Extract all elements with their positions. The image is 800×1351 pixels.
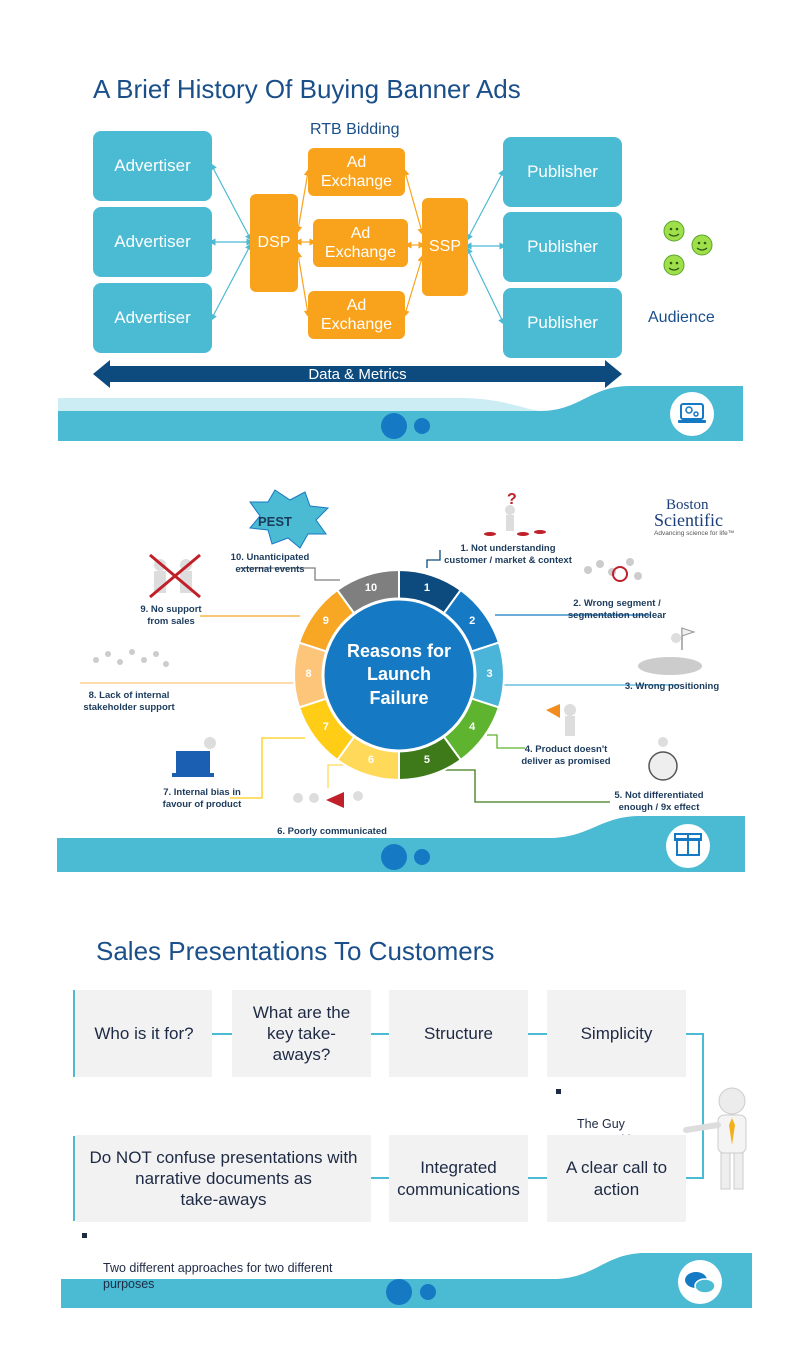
step-simplicity: Simplicity <box>547 990 686 1077</box>
publisher-box-3: Publisher <box>503 288 622 358</box>
data-metrics-label: Data & Metrics <box>308 366 407 383</box>
wheel-center-label: Reasons for Launch Failure <box>346 641 452 708</box>
reason-7: 7. Internal bias in favour of product <box>162 787 242 810</box>
audience-label: Audience <box>648 309 715 326</box>
megaphone-group-icon <box>293 791 363 808</box>
step-who-is-it-for: Who is it for? <box>76 990 212 1077</box>
laptop-gear-icon <box>678 403 706 423</box>
wheel-segment-number-1: 1 <box>423 581 431 594</box>
reason-9: 9. No support from sales <box>140 604 202 627</box>
megaphone-figure-icon <box>546 704 576 736</box>
slide1-title: A Brief History Of Buying Banner Ads <box>93 74 521 104</box>
wheel-segment-number-3: 3 <box>486 668 493 680</box>
wheel-segment-number-5: 5 <box>423 754 431 767</box>
stakeholder-crowd-icon <box>93 649 169 667</box>
step-key-takeaways: What are the key take- aways? <box>232 990 371 1077</box>
ad-exchange-box-1: Ad Exchange <box>308 148 405 196</box>
step-call-to-action: A clear call to action <box>547 1135 686 1222</box>
logo-line-1: Boston <box>666 497 709 513</box>
no-support-figures-icon <box>149 553 201 599</box>
bullet-marker <box>82 1233 87 1238</box>
boston-scientific-logo: Boston Scientific Advancing science for … <box>654 497 735 538</box>
logo-tagline: Advancing science for life™ <box>654 530 735 538</box>
ad-exchange-box-3: Ad Exchange <box>308 291 405 339</box>
flag-figures-icon <box>638 627 702 675</box>
crowd-magnifier-icon <box>584 558 642 582</box>
presenter-figure-icon <box>683 1087 747 1190</box>
bullet-approaches: Two different approaches for two differe… <box>82 1227 372 1308</box>
advertiser-box-2: Advertiser <box>93 207 212 277</box>
ssp-box: SSP <box>422 198 468 296</box>
advertiser-box-3: Advertiser <box>93 283 212 353</box>
gift-icon <box>674 833 702 856</box>
soccer-ball-figure-icon <box>648 737 678 781</box>
pest-label: PEST <box>258 514 292 529</box>
wheel-segment-number-4: 4 <box>469 721 476 734</box>
rtb-label: RTB Bidding <box>310 121 400 138</box>
publisher-box-2: Publisher <box>503 212 622 282</box>
step-do-not-confuse: Do NOT confuse presentations with narrat… <box>76 1135 371 1222</box>
logo-line-2: Scientific <box>654 510 723 531</box>
wheel-segment-number-7: 7 <box>322 721 329 734</box>
bullet-approaches-text: Two different approaches for two differe… <box>103 1260 333 1291</box>
wheel-segment-number-2: 2 <box>469 614 476 627</box>
wheel-segment-number-8: 8 <box>305 668 312 680</box>
advertiser-box-1: Advertiser <box>93 131 212 201</box>
reason-2: 2. Wrong segment / segmentation unclear <box>567 598 667 621</box>
reason-1: 1. Not understanding customer / market &… <box>444 543 572 566</box>
reason-4: 4. Product doesn't deliver as promised <box>521 744 611 767</box>
reason-3: 3. Wrong positioning <box>624 681 720 692</box>
reason-10: 10. Unanticipated external events <box>230 552 310 575</box>
bullet-marker <box>556 1089 561 1094</box>
launch-failure-wheel <box>57 489 745 872</box>
slide1-connectors <box>58 162 743 441</box>
slide3-title: Sales Presentations To Customers <box>96 936 495 966</box>
reason-8: 8. Lack of internal stakeholder support <box>83 690 175 713</box>
chat-bubbles-icon <box>685 1272 716 1294</box>
laptop-figure-icon <box>172 737 216 777</box>
slide3-connectors <box>61 990 752 1308</box>
step-structure: Structure <box>389 990 528 1077</box>
step-integrated-communications: Integrated communications <box>389 1135 528 1222</box>
svg-text:?: ? <box>507 492 517 508</box>
publisher-box-1: Publisher <box>503 137 622 207</box>
ad-exchange-box-2: Ad Exchange <box>313 219 408 267</box>
wheel-segment-number-9: 9 <box>322 614 329 627</box>
wheel-segment-number-6: 6 <box>367 754 375 767</box>
dsp-box: DSP <box>250 194 298 292</box>
smiley-faces-icon <box>663 220 713 276</box>
question-figure-icon: ? <box>484 492 546 536</box>
reason-5: 5. Not differentiated enough / 9x effect <box>614 790 704 813</box>
wheel-segment-number-10: 10 <box>364 581 378 594</box>
reason-6: 6. Poorly communicated <box>277 826 387 837</box>
